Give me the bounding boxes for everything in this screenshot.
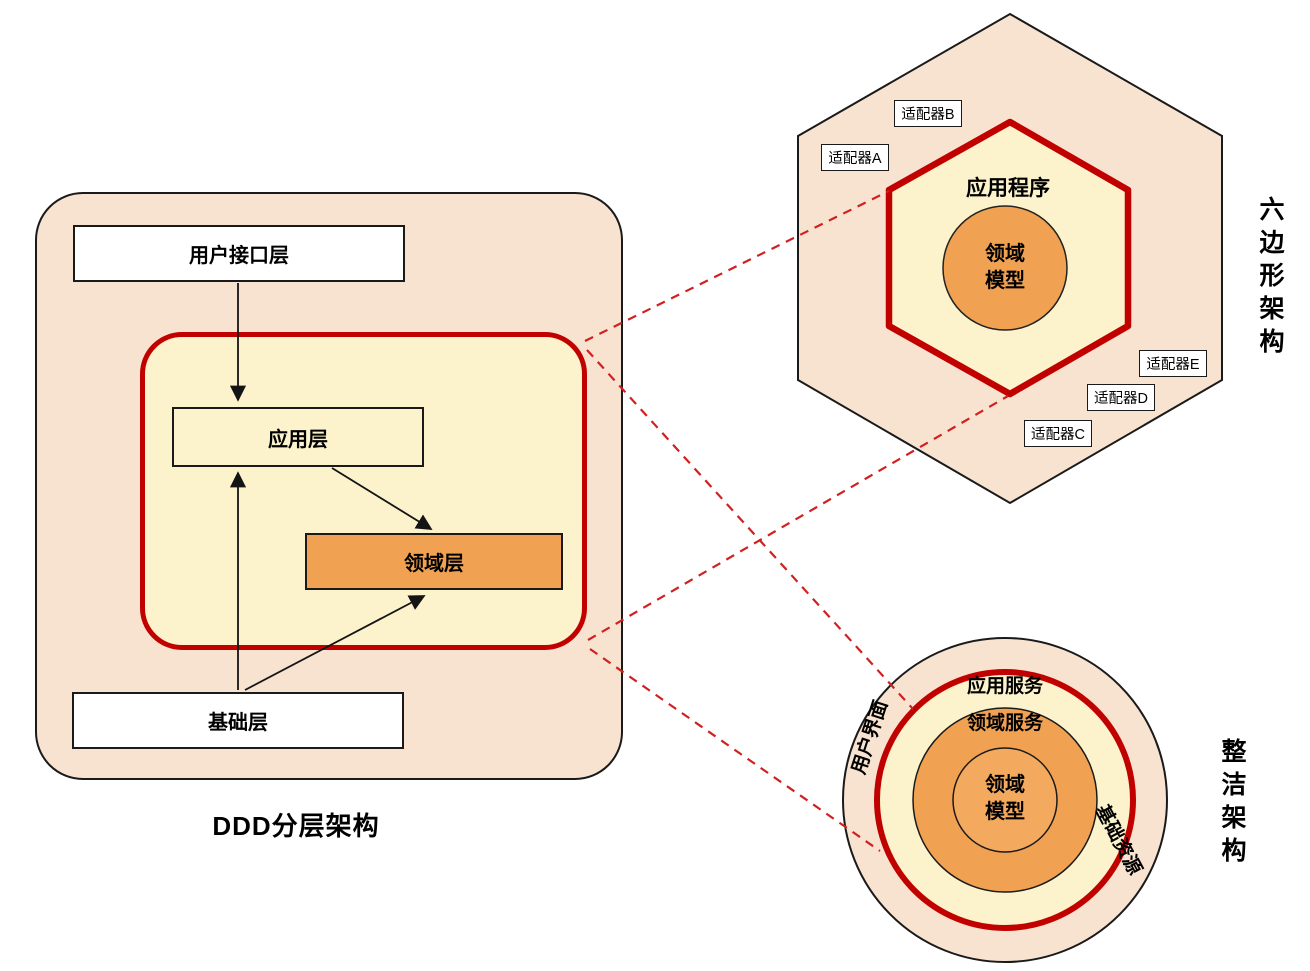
ddd-infra-layer-box: 基础层 xyxy=(72,692,404,749)
dashed-connector-core-to-circle-bottom xyxy=(589,648,881,852)
ddd-domain-layer-label: 领域层 xyxy=(404,553,464,575)
ddd-app-layer-box: 应用层 xyxy=(172,407,424,467)
hexagon-application-label: 应用程序 xyxy=(966,177,1050,200)
adapter-e-label: 适配器E xyxy=(1146,357,1200,373)
ddd-app-layer-label: 应用层 xyxy=(268,428,328,451)
dashed-connector-core-to-hexagon-top xyxy=(584,190,890,342)
ddd-diagram-title: DDD分层架构 xyxy=(212,811,380,841)
adapter-d-label: 适配器D xyxy=(1094,391,1148,407)
adapter-d-box: 适配器D xyxy=(1087,384,1155,411)
clean-domain-model-label: 领域模型 xyxy=(985,774,1025,823)
adapter-b-box: 适配器B xyxy=(894,100,962,127)
hex-domain-model-circle xyxy=(942,205,1068,331)
adapter-c-label: 适配器C xyxy=(1031,427,1085,443)
dashed-connector-core-to-circle-top xyxy=(586,349,914,710)
ddd-core-boundary xyxy=(140,332,587,650)
clean-architecture-title: 整洁架构 xyxy=(1218,738,1246,870)
dashed-connector-core-to-hexagon-bottom xyxy=(587,395,1009,641)
arrow-app-to-domain xyxy=(331,467,433,530)
ddd-domain-layer-box: 领域层 xyxy=(305,533,563,590)
adapter-a-box: 适配器A xyxy=(821,144,889,171)
hexagon-domain-model-label: 领域模型 xyxy=(985,243,1025,292)
adapter-c-box: 适配器C xyxy=(1024,420,1092,447)
ddd-ui-layer-label: 用户接口层 xyxy=(189,245,289,267)
adapter-e-box: 适配器E xyxy=(1139,350,1207,377)
hexagonal-architecture-title: 六边形架构 xyxy=(1256,196,1284,361)
adapter-a-label: 适配器A xyxy=(828,151,882,167)
arrow-infra-to-domain xyxy=(244,595,426,691)
clean-domain-model-circle xyxy=(952,747,1058,853)
clean-app-service-label: 应用服务 xyxy=(966,676,1043,697)
adapter-b-label: 适配器B xyxy=(901,107,955,123)
ddd-infra-layer-label: 基础层 xyxy=(208,712,268,734)
ddd-ui-layer-box: 用户接口层 xyxy=(73,225,405,282)
clean-domain-service-label: 领域服务 xyxy=(966,713,1043,734)
